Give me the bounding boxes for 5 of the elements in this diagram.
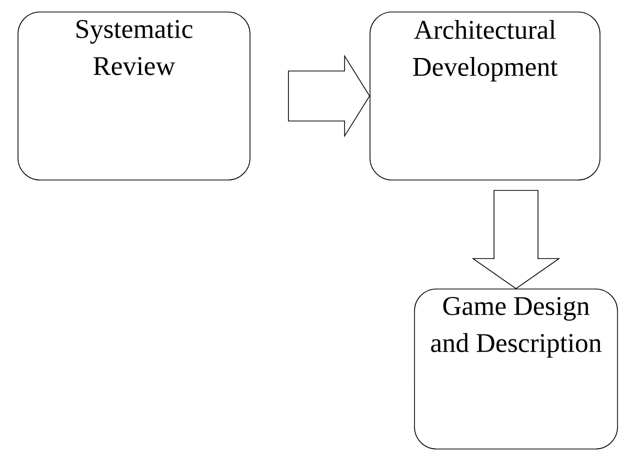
process-box: Systematic Review xyxy=(18,12,250,180)
process-box: Game Design and Description xyxy=(414,288,618,450)
process-box: Architectural Development xyxy=(370,12,600,180)
block-arrow xyxy=(472,190,560,290)
block-arrow xyxy=(288,54,370,138)
